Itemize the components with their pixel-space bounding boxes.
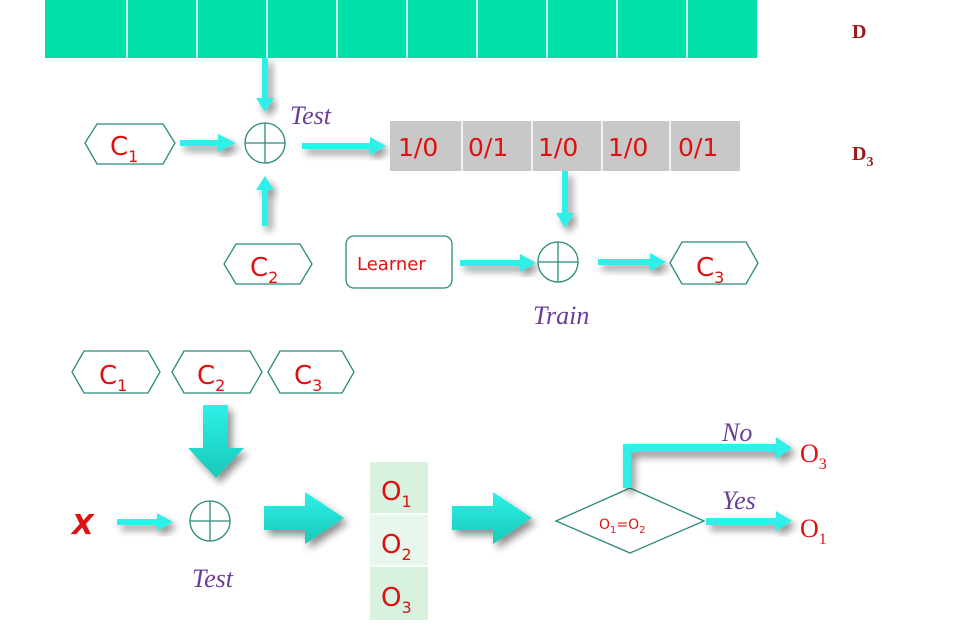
combiner-top-icon [244,122,286,164]
svg-text:Learner: Learner [357,254,426,275]
classifier-c3-bottom: C3 [267,350,355,395]
test-label-bottom: Test [192,564,234,593]
classifier-c1-bottom: C1 [71,350,161,395]
svg-text:C3: C3 [294,361,322,395]
svg-text:C2: C2 [197,361,225,395]
big-arrow-right-1 [264,492,344,544]
arrow-c1-to-combiner [180,134,236,152]
svg-text:C1: C1 [110,132,138,166]
arrow-d-to-combiner [256,58,274,112]
d3-cell: 0/1 [468,133,508,162]
classifier-c1-top: C1 [84,123,176,166]
input-x-label: X [70,508,95,541]
dataset-d-label: D [852,21,866,43]
result-yes: O1 [800,514,827,548]
arrow-yes-path [706,511,792,531]
outputs-column: O1 O2 O3 [370,462,428,620]
arrow-c2-to-combiner [256,176,274,226]
decision-condition: O1=O2 [599,517,646,536]
d3-cell: 1/0 [398,133,438,162]
svg-text:C3: C3 [696,253,724,287]
decision-diamond: O1=O2 [554,487,706,554]
output-o2: O2 [381,530,412,564]
no-label: No [721,418,752,447]
arrow-learner-to-train [460,254,536,272]
combiner-bottom-icon [189,500,231,542]
d3-cell: 0/1 [678,133,718,162]
test-label-top: Test [290,101,332,130]
combiner-train-icon [537,241,579,283]
arrow-d3-to-train [556,171,574,228]
classifier-c3-top: C3 [669,241,759,287]
classifier-c2-bottom: C2 [171,350,263,395]
arrow-no-path [623,437,792,488]
result-no: O3 [800,439,827,473]
big-arrow-right-2 [452,492,532,544]
d3-cell: 1/0 [608,133,648,162]
svg-text:C1: C1 [99,361,127,395]
output-o3: O3 [381,583,412,617]
learner-box: Learner [345,235,453,289]
arrow-x-to-combiner [117,513,173,531]
yes-label: Yes [722,486,756,515]
arrow-train-to-c3 [598,253,666,271]
output-o1: O1 [381,477,412,511]
d3-cell: 1/0 [538,133,578,162]
dataset-d3-bar: 1/0 0/1 1/0 1/0 0/1 [390,121,740,171]
dataset-d3-label: D3 [852,143,873,170]
train-label: Train [533,301,589,330]
classifier-c2-top: C2 [223,243,313,287]
svg-text:C2: C2 [250,253,278,287]
big-arrow-down [188,405,244,478]
dataset-d-bar [45,0,757,58]
arrow-combiner-to-d3 [302,137,386,155]
